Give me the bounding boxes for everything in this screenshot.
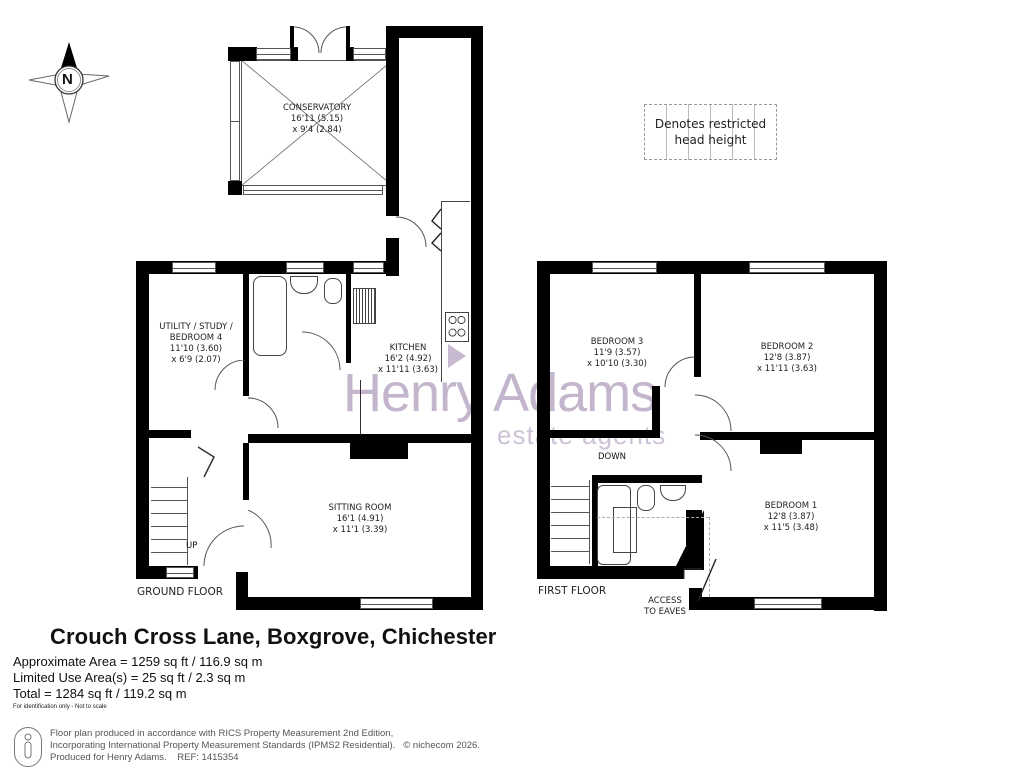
total-area: Total = 1284 sq ft / 119.2 sq m bbox=[13, 686, 187, 701]
ground-floor-label: GROUND FLOOR bbox=[137, 586, 223, 598]
watermark-triangle-icon bbox=[448, 344, 466, 368]
room-utility-study-bedroom4: UTILITY / STUDY / BEDROOM 4 11'10 (3.60)… bbox=[159, 322, 233, 365]
room-sitting-room: SITTING ROOM 16'1 (4.91) x 11'1 (3.39) bbox=[328, 503, 392, 535]
approx-area: Approximate Area = 1259 sq ft / 116.9 sq… bbox=[13, 654, 263, 669]
stairs-up-label: UP bbox=[186, 541, 198, 551]
footer-text: Floor plan produced in accordance with R… bbox=[50, 728, 480, 764]
compass-label: N bbox=[62, 71, 73, 88]
room-bedroom-3: BEDROOM 3 11'9 (3.57) x 10'10 (3.30) bbox=[587, 337, 647, 369]
limited-use-area: Limited Use Area(s) = 25 sq ft / 2.3 sq … bbox=[13, 670, 246, 685]
watermark-brand: Henry Adams bbox=[343, 363, 657, 423]
north-compass-icon: N bbox=[25, 38, 115, 124]
stairs-down bbox=[551, 480, 590, 564]
legend-line2: head height bbox=[674, 133, 747, 147]
restricted-height-legend: Denotes restricted head height bbox=[644, 104, 777, 160]
access-to-eaves-label: ACCESS TO EAVES bbox=[644, 596, 686, 617]
hob-icon bbox=[445, 312, 469, 342]
shower-screen-icon bbox=[613, 507, 637, 553]
property-address: Crouch Cross Lane, Boxgrove, Chichester bbox=[50, 624, 497, 649]
legend-line1: Denotes restricted bbox=[654, 117, 767, 131]
bath-icon bbox=[253, 276, 287, 356]
footer-copyright: © nichecom 2026. bbox=[403, 740, 480, 751]
disclaimer: For identification only - Not to scale bbox=[13, 704, 107, 710]
toilet-icon bbox=[324, 278, 342, 304]
room-bedroom-1: BEDROOM 1 12'8 (3.87) x 11'5 (3.48) bbox=[763, 501, 819, 533]
footer-line1: Floor plan produced in accordance with R… bbox=[50, 728, 394, 739]
basin-icon-first bbox=[660, 485, 686, 501]
first-floor-label: FIRST FLOOR bbox=[538, 585, 607, 597]
room-kitchen: KITCHEN 16'2 (4.92) x 11'11 (3.63) bbox=[378, 343, 438, 375]
room-conservatory: CONSERVATORY 16'11 (5.15) x 9'4 (2.84) bbox=[282, 103, 352, 135]
stairs-down-label: DOWN bbox=[598, 452, 626, 462]
stairs-up bbox=[151, 477, 188, 565]
person-info-icon bbox=[14, 727, 42, 767]
room-bedroom-2: BEDROOM 2 12'8 (3.87) x 11'11 (3.63) bbox=[757, 342, 817, 374]
footer-line3: Produced for Henry Adams. REF: 1415354 bbox=[50, 752, 239, 763]
bath-icon-first bbox=[597, 485, 631, 565]
toilet-icon-first bbox=[637, 485, 655, 511]
footer-line2: Incorporating International Property Mea… bbox=[50, 740, 396, 751]
sink-icon bbox=[353, 288, 376, 324]
basin-icon bbox=[290, 276, 318, 294]
